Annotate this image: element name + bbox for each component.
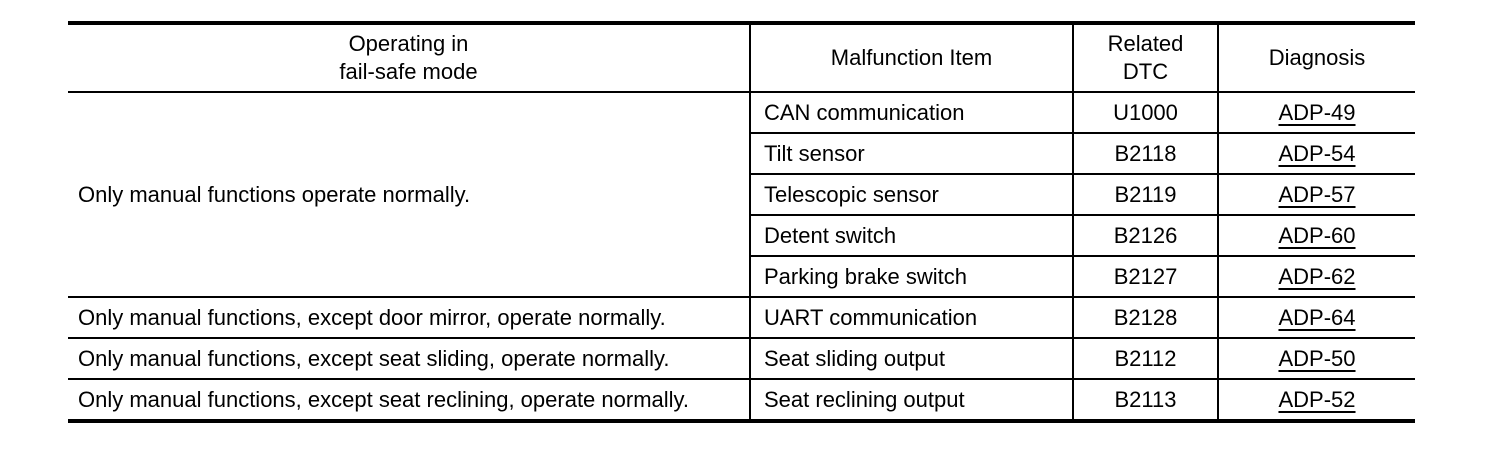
- dtc-cell: B2126: [1072, 214, 1219, 257]
- diagnosis-link[interactable]: ADP-50: [1278, 345, 1356, 371]
- column-header-diagnosis: Diagnosis: [1217, 23, 1415, 93]
- table-row: Only manual functions operate normally. …: [68, 91, 1415, 298]
- table-row: Only manual functions, except seat recli…: [68, 378, 1415, 421]
- diagnosis-cell: ADP-64: [1217, 296, 1415, 339]
- diagnosis-cell: ADP-60: [1217, 214, 1415, 257]
- fail-safe-mode-cell: Only manual functions operate normally.: [68, 91, 751, 298]
- dtc-cell: B2113: [1072, 378, 1219, 421]
- malfunction-item-cell: UART communication: [749, 296, 1074, 339]
- diagnosis-link[interactable]: ADP-60: [1278, 222, 1356, 248]
- malfunction-item-cell: Detent switch: [750, 214, 1074, 257]
- table-row: Only manual functions, except door mirro…: [68, 296, 1415, 339]
- malfunction-item-cell: Tilt sensor: [750, 132, 1074, 175]
- table-row: Tilt sensor B2118 ADP-54: [68, 132, 1415, 175]
- table-row: Parking brake switch B2127 ADP-62: [68, 255, 1415, 298]
- dtc-cell: U1000: [1072, 91, 1219, 134]
- diagnosis-cell: ADP-62: [1217, 255, 1415, 298]
- column-header-fail-safe: Operating in fail-safe mode: [68, 23, 751, 93]
- diagnosis-link[interactable]: ADP-49: [1278, 99, 1356, 125]
- malfunction-item-cell: Telescopic sensor: [750, 173, 1074, 216]
- column-header-related-dtc: Related DTC: [1072, 23, 1219, 93]
- diagnosis-cell: ADP-49: [1217, 91, 1415, 134]
- dtc-cell: B2127: [1072, 255, 1219, 298]
- column-header-malfunction-item: Malfunction Item: [749, 23, 1074, 93]
- diagnosis-link[interactable]: ADP-57: [1278, 181, 1356, 207]
- table-row: Only manual functions, except seat slidi…: [68, 337, 1415, 380]
- malfunction-item-cell: Parking brake switch: [750, 255, 1074, 298]
- fail-safe-mode-cell: Only manual functions, except seat slidi…: [68, 337, 751, 380]
- diagnosis-cell: ADP-50: [1217, 337, 1415, 380]
- fail-safe-mode-cell: Only manual functions, except seat recli…: [68, 378, 751, 421]
- fail-safe-diagnosis-table: Operating in fail-safe mode Malfunction …: [68, 21, 1415, 423]
- table-row: Detent switch B2126 ADP-60: [68, 214, 1415, 257]
- table-row: Telescopic sensor B2119 ADP-57: [68, 173, 1415, 216]
- diagnosis-cell: ADP-54: [1217, 132, 1415, 175]
- diagnosis-link[interactable]: ADP-52: [1278, 386, 1356, 412]
- diagnosis-cell: ADP-52: [1217, 378, 1415, 421]
- diagnosis-link[interactable]: ADP-54: [1278, 140, 1356, 166]
- header-row: Operating in fail-safe mode Malfunction …: [68, 23, 1415, 93]
- malfunction-item-cell: Seat reclining output: [749, 378, 1074, 421]
- dtc-cell: B2128: [1072, 296, 1219, 339]
- diagnosis-link[interactable]: ADP-64: [1278, 304, 1356, 330]
- malfunction-item-cell: Seat sliding output: [749, 337, 1074, 380]
- diagnosis-link[interactable]: ADP-62: [1278, 263, 1356, 289]
- dtc-cell: B2118: [1072, 132, 1219, 175]
- dtc-cell: B2112: [1072, 337, 1219, 380]
- dtc-cell: B2119: [1072, 173, 1219, 216]
- diagnosis-cell: ADP-57: [1217, 173, 1415, 216]
- malfunction-item-cell: CAN communication: [749, 91, 1074, 134]
- fail-safe-mode-cell: Only manual functions, except door mirro…: [68, 296, 751, 339]
